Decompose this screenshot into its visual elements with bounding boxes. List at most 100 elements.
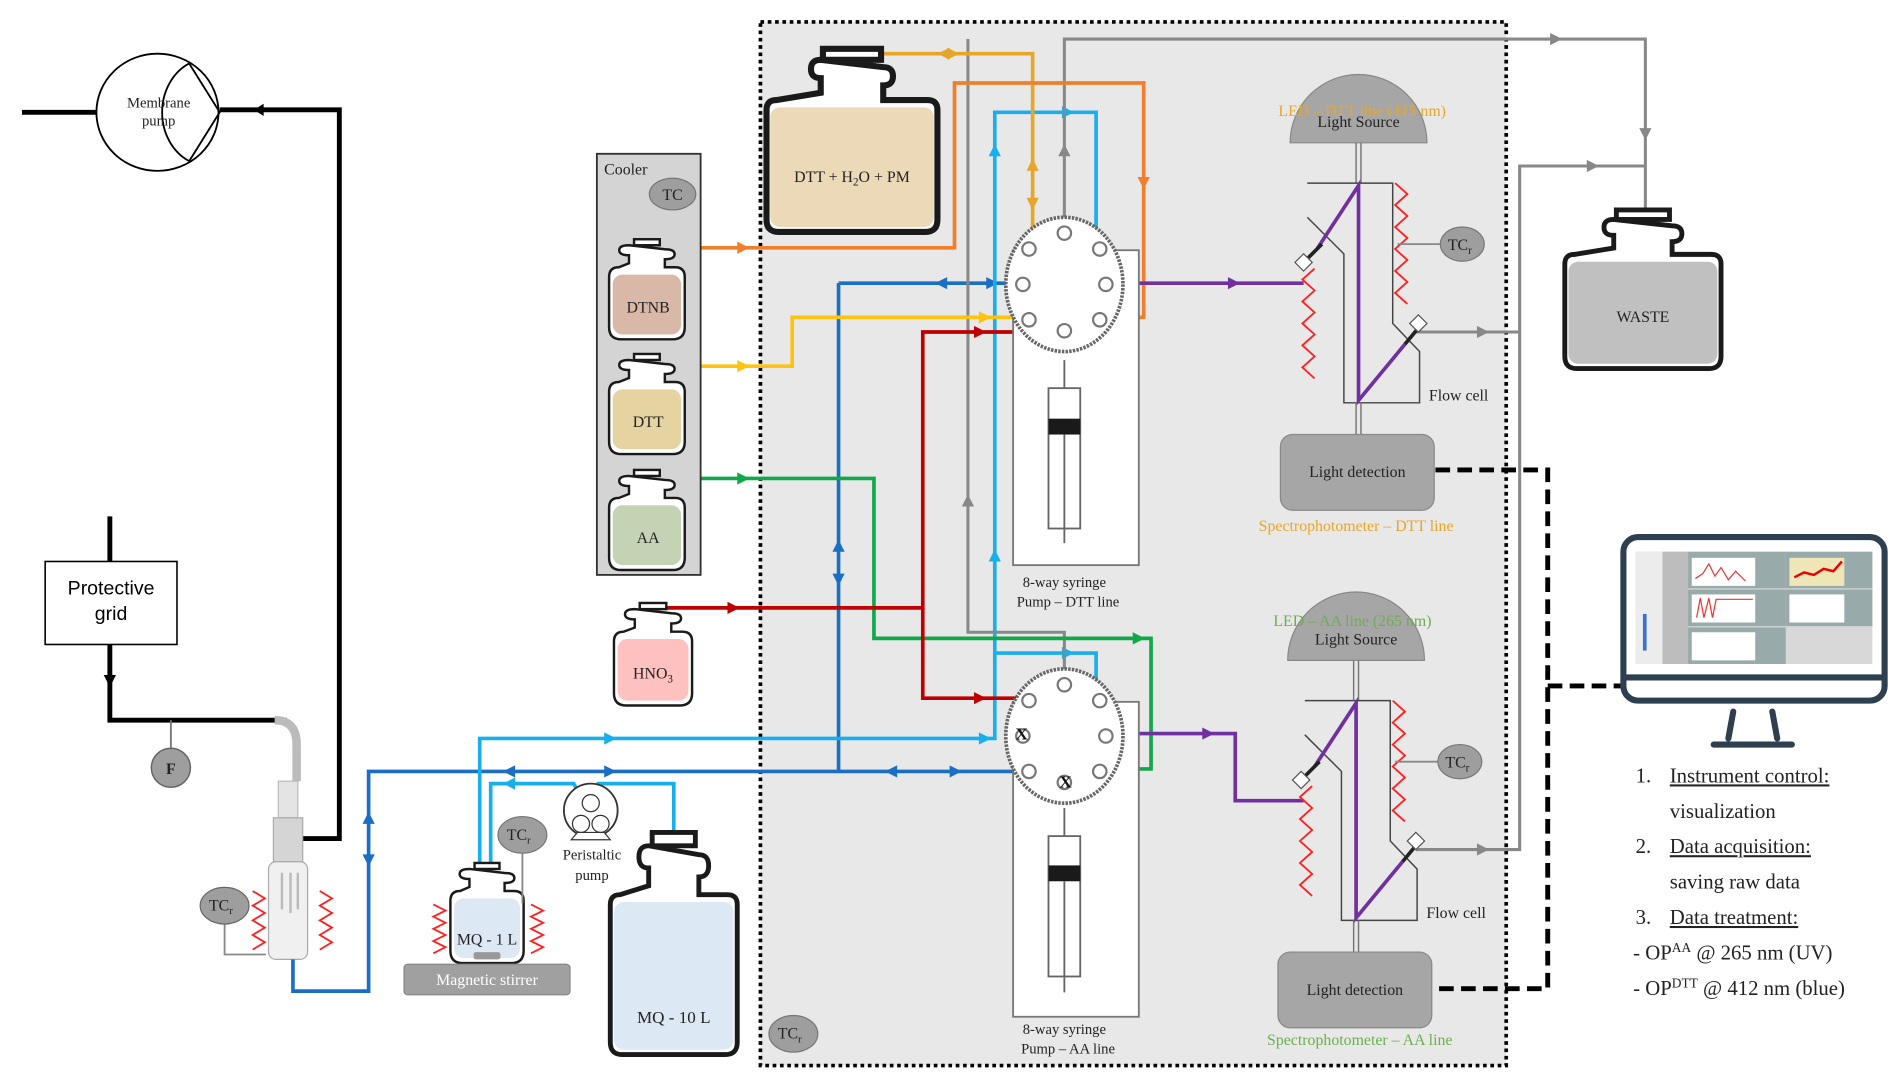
flow-cell: [1304, 699, 1418, 922]
protective-grid-label-2: grid: [95, 603, 128, 625]
light-detection: [1279, 433, 1435, 511]
light-source: [1289, 73, 1428, 144]
cooler-tc-label: TC: [662, 187, 682, 204]
heater-icon: [318, 890, 334, 951]
spectro-aa-caption: Spectrophotometer – AA line: [1267, 1032, 1452, 1049]
reagent-bottle-dtt-mix: [763, 45, 941, 235]
data-cable: [1435, 467, 1624, 992]
bottle-label-mq1: MQ - 1 L: [457, 932, 517, 949]
protective-grid: Protective grid: [44, 560, 178, 646]
valve-port[interactable]: [1098, 276, 1114, 293]
aa-pump-label-1: 8-way syringe: [1023, 1022, 1106, 1038]
sample-line-blue: [291, 277, 1023, 993]
heater-icon: [1301, 267, 1316, 380]
membrane-pump-label-1: Membrane: [127, 95, 190, 111]
valve-port[interactable]: [1021, 311, 1037, 328]
flow-cell-label: Flow cell: [1426, 905, 1486, 922]
light-detection: [1277, 951, 1433, 1029]
magnetic-stirrer[interactable]: Magnetic stirrer: [403, 963, 571, 996]
list-title: Data acquisition:: [1670, 836, 1811, 858]
membrane-pump-label-2: pump: [142, 114, 175, 130]
light-source-label: Light Source: [1315, 631, 1397, 648]
flow-cell: [1306, 182, 1421, 404]
peristaltic-pump[interactable]: Peristaltic pump: [563, 782, 622, 884]
light-source: [1287, 591, 1426, 661]
closed-port-mark: X: [1015, 725, 1028, 744]
valve-port[interactable]: [1015, 728, 1031, 744]
svg-text:TCr: TCr: [778, 1026, 802, 1046]
hno3-line-red: [646, 325, 1065, 705]
valve-port[interactable]: [1091, 692, 1108, 709]
mq-10l-bottle: [607, 830, 740, 1058]
dtt-pump-label-2: Pump – DTT line: [1017, 595, 1120, 611]
peristaltic-label-2: pump: [575, 868, 608, 884]
flow-cell-label: Flow cell: [1429, 387, 1489, 404]
valve-port[interactable]: [1091, 241, 1108, 257]
dtt-line-yellow: [646, 311, 1033, 373]
bottle-label-hno3: HNO3: [633, 666, 673, 686]
aa-pump-label-2: Pump – AA line: [1021, 1041, 1115, 1057]
spectro-dtt-caption: Spectrophotometer – DTT line: [1259, 518, 1454, 535]
stirrer-label: Magnetic stirrer: [436, 972, 538, 989]
valve-port[interactable]: [1021, 692, 1037, 709]
list-number: 2.: [1636, 836, 1652, 858]
list-title: Data treatment:: [1670, 907, 1798, 929]
led-dtt-label: LED – DTT line (415 nm): [1278, 103, 1446, 120]
protective-grid-label-1: Protective: [68, 577, 155, 599]
mq-1l-bottle: [449, 861, 525, 965]
reagent-bottle-hno3: [612, 601, 694, 707]
list-detail: saving raw data: [1670, 872, 1800, 894]
list-number: 3.: [1636, 907, 1652, 929]
bottle-label-dtnb: DTNB: [627, 299, 670, 316]
light-detection-label: Light detection: [1309, 464, 1406, 481]
flow-sensor-label: F: [166, 761, 176, 778]
software-screenshot: [1635, 551, 1873, 665]
valve-port[interactable]: [1056, 676, 1073, 693]
spectro-tc-label: TCr: [1445, 755, 1469, 775]
reagent-bottle-dtnb: [607, 238, 686, 341]
valve-port[interactable]: [1056, 774, 1073, 791]
valve-port[interactable]: [1021, 763, 1037, 780]
syringe-pump-dtt[interactable]: 8-way syringe Pump – DTT line: [1003, 215, 1140, 611]
led-aa-label: LED – AA line (265 nm): [1273, 613, 1431, 630]
valve-port[interactable]: [1015, 276, 1031, 293]
membrane-pump[interactable]: Membrane pump: [95, 52, 221, 172]
heater-icon: [1298, 785, 1314, 897]
valve-port[interactable]: [1021, 241, 1037, 257]
light-detection-label: Light detection: [1307, 982, 1404, 999]
waste-line-gray: [961, 32, 1652, 856]
op-dtt-line: - OPDTT @ 412 nm (blue): [1633, 975, 1845, 999]
dtt-pump-label-1: 8-way syringe: [1023, 575, 1106, 591]
light-source-label: Light Source: [1317, 114, 1399, 131]
list-title: Instrument control:: [1670, 765, 1830, 787]
enclosure-temperature-controller: TCr: [768, 1014, 819, 1053]
valve-port[interactable]: [1091, 311, 1108, 328]
peristaltic-label-1: Peristaltic: [563, 847, 622, 863]
sample-line-purple: [1107, 277, 1304, 803]
mq1-temperature-controller: TCr: [497, 815, 548, 904]
heater-icon: [431, 903, 448, 955]
aa-line-green: [646, 472, 1153, 771]
heater-icon: [250, 890, 267, 951]
syringe-pump-aa[interactable]: X X 8-way syringe Pump – AA line: [1003, 667, 1140, 1057]
valve-port[interactable]: [1056, 322, 1073, 339]
closed-port-mark: X: [1059, 772, 1072, 791]
list-detail: visualization: [1670, 801, 1777, 823]
waste-bottle: [1562, 207, 1724, 372]
valve-port[interactable]: [1091, 763, 1108, 780]
computer-monitor[interactable]: [1620, 534, 1888, 748]
spectro-tc-label: TCr: [1448, 237, 1472, 257]
reagent-bottle-aa: [607, 468, 686, 572]
water-line-skyblue: [477, 106, 1098, 879]
bottle-label-dtt-mix: DTT + H2O + PM: [794, 169, 910, 189]
valve-port[interactable]: [1056, 225, 1073, 241]
valve-port[interactable]: [1098, 728, 1114, 744]
impinger-tc-label: TCr: [209, 898, 233, 918]
bottle-label-dtt: DTT: [633, 414, 664, 431]
bottle-label-waste: WASTE: [1616, 309, 1669, 326]
dtt-mix-line-amber: [837, 47, 1039, 248]
bottle-label-mq10: MQ - 10 L: [637, 1008, 711, 1027]
